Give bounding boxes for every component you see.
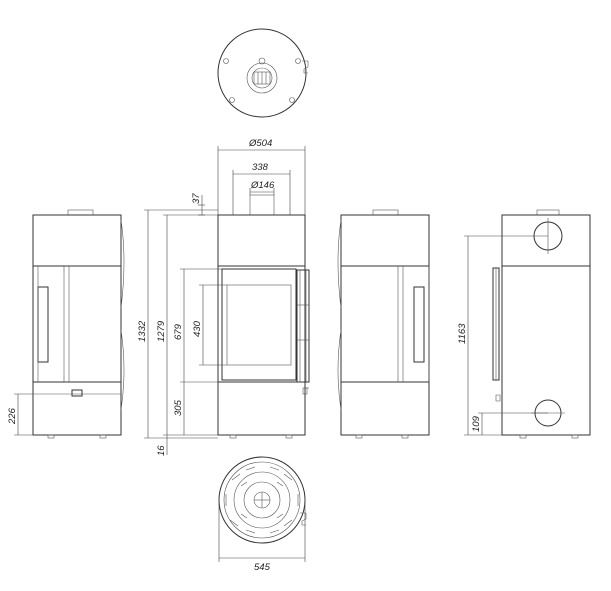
dim-label-d146: Ø146 (250, 180, 275, 191)
dim-label-d16: 16 (156, 445, 167, 456)
dim-label-d226: 226 (7, 407, 18, 425)
dim-label-d1279: 1279 (156, 320, 167, 342)
dim-label-d504: Ø504 (248, 138, 272, 149)
dim-label-d109: 109 (471, 415, 482, 432)
front-view (217, 194, 310, 439)
dimension-labels: Ø504 338 Ø146 37 1332 1279 679 430 305 1… (7, 138, 482, 573)
dim-label-d305: 305 (173, 399, 184, 416)
dim-label-d545: 545 (254, 562, 271, 573)
right-side-view (337, 209, 430, 439)
dim-label-d37: 37 (191, 193, 202, 204)
top-view (217, 28, 309, 118)
dimension-lines (14, 146, 548, 562)
dim-label-d338: 338 (252, 162, 269, 173)
bottom-view (218, 456, 307, 544)
rear-view (492, 209, 591, 439)
left-side-view (32, 209, 125, 439)
dim-label-d1332: 1332 (137, 320, 148, 342)
dim-label-d679: 679 (173, 323, 184, 340)
bottom-slots (225, 466, 299, 534)
dim-label-d1163: 1163 (457, 323, 468, 344)
dim-label-d430: 430 (192, 320, 203, 337)
